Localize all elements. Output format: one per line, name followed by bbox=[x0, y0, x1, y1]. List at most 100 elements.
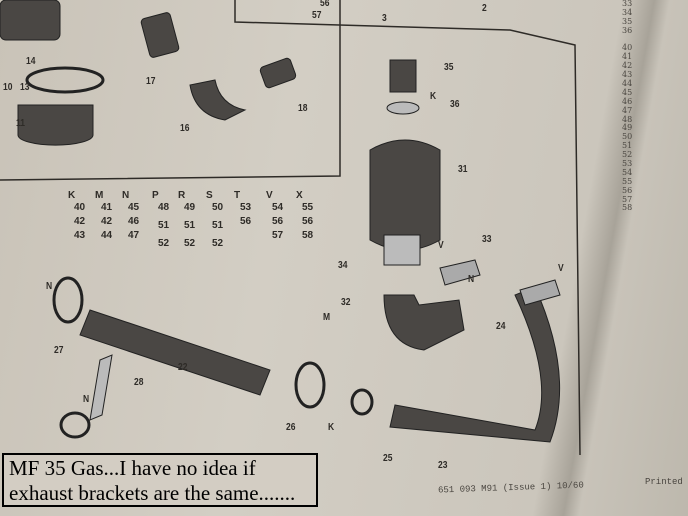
index-number: 51 bbox=[622, 141, 633, 151]
part-label: 33 bbox=[482, 234, 492, 245]
hardware-number: 49 bbox=[184, 202, 196, 213]
index-number: 50 bbox=[622, 132, 633, 142]
index-number: 43 bbox=[622, 70, 633, 80]
hardware-number: 57 bbox=[272, 230, 284, 241]
clamp-36 bbox=[386, 101, 420, 115]
part-label: 23 bbox=[438, 460, 448, 471]
flange-33 bbox=[439, 259, 481, 286]
hardware-number: 58 bbox=[302, 230, 314, 241]
part-label: V bbox=[558, 263, 564, 274]
part-label: 36 bbox=[450, 99, 460, 110]
index-number: 52 bbox=[622, 150, 633, 160]
flange-24 bbox=[519, 279, 561, 306]
part-label: 26 bbox=[286, 422, 296, 433]
hardware-number: 52 bbox=[212, 238, 224, 249]
hose-17 bbox=[140, 12, 180, 58]
index-number: 49 bbox=[622, 123, 633, 133]
part-label: 31 bbox=[458, 164, 468, 175]
part-label: 57 bbox=[312, 10, 322, 21]
muffler-22 bbox=[79, 309, 271, 396]
hardware-letter: P bbox=[152, 190, 159, 201]
hardware-number: 47 bbox=[128, 230, 140, 241]
index-number: 33 bbox=[622, 0, 633, 8]
index-number: 44 bbox=[622, 79, 633, 89]
hardware-number: 54 bbox=[272, 202, 284, 213]
hardware-number: 45 bbox=[128, 202, 140, 213]
bowl-11 bbox=[17, 104, 94, 146]
hardware-number: 40 bbox=[74, 202, 86, 213]
clamp-26 bbox=[294, 361, 326, 409]
pipe-35 bbox=[389, 59, 417, 93]
hardware-letter: M bbox=[95, 190, 104, 201]
hardware-number: 56 bbox=[302, 216, 314, 227]
hardware-letter: S bbox=[206, 190, 213, 201]
part-label: 32 bbox=[341, 297, 351, 308]
hardware-number: 41 bbox=[101, 202, 113, 213]
hardware-number: 56 bbox=[240, 216, 252, 227]
hardware-letter: T bbox=[234, 190, 241, 201]
clamp-ring-13 bbox=[25, 66, 105, 94]
index-number: 40 bbox=[622, 43, 633, 53]
part-label: 10 bbox=[3, 82, 13, 93]
part-label: 13 bbox=[20, 82, 30, 93]
hardware-number: 51 bbox=[212, 220, 224, 231]
index-number: 36 bbox=[622, 25, 633, 35]
part-label: M bbox=[323, 312, 331, 323]
part-label: V bbox=[438, 240, 444, 251]
index-number: 53 bbox=[622, 159, 633, 169]
hardware-number: 52 bbox=[184, 238, 196, 249]
index-number: 55 bbox=[622, 176, 633, 186]
elbow-pipe-32 bbox=[383, 294, 465, 351]
hardware-number: 53 bbox=[240, 202, 252, 213]
index-number: 45 bbox=[622, 87, 633, 97]
part-label: 34 bbox=[338, 260, 348, 271]
part-label: 16 bbox=[180, 123, 190, 134]
hardware-number: 52 bbox=[158, 238, 170, 249]
hardware-letter: K bbox=[68, 190, 76, 201]
hardware-number: 51 bbox=[158, 220, 170, 231]
hardware-number: 44 bbox=[101, 230, 113, 241]
hardware-letter: N bbox=[122, 190, 130, 201]
part-label: 3 bbox=[382, 13, 387, 24]
elbow-16 bbox=[189, 79, 247, 121]
hardware-number: 42 bbox=[101, 216, 113, 227]
part-label: 2 bbox=[482, 3, 487, 14]
hardware-number: 56 bbox=[272, 216, 284, 227]
hardware-number: 55 bbox=[302, 202, 314, 213]
inset-border-right bbox=[234, 0, 581, 456]
index-number: 34 bbox=[622, 7, 633, 17]
part-label: 18 bbox=[298, 103, 308, 114]
caption-box: MF 35 Gas...I have no idea if exhaust br… bbox=[2, 453, 318, 507]
caption-line-2: exhaust brackets are the same....... bbox=[9, 481, 296, 505]
index-number: 58 bbox=[622, 203, 633, 213]
part-label: 17 bbox=[146, 76, 156, 87]
hardware-letter: X bbox=[296, 190, 303, 201]
part-label: N bbox=[83, 394, 90, 405]
silencer-31 bbox=[369, 139, 441, 251]
part-label: 11 bbox=[16, 118, 25, 129]
clamp-25 bbox=[350, 388, 374, 416]
index-number: 56 bbox=[622, 185, 633, 195]
hardware-letter: R bbox=[178, 190, 186, 201]
part-label: 56 bbox=[320, 0, 330, 9]
index-number: 41 bbox=[622, 52, 633, 62]
hardware-number: 43 bbox=[74, 230, 86, 241]
part-label: 28 bbox=[134, 377, 144, 388]
bracket-27 bbox=[52, 276, 84, 324]
index-number: 57 bbox=[622, 194, 633, 204]
index-number: 47 bbox=[622, 105, 633, 115]
part-label: 22 bbox=[178, 362, 188, 373]
hardware-number: 51 bbox=[184, 220, 196, 231]
index-number: 46 bbox=[622, 96, 633, 106]
hardware-letter: V bbox=[266, 190, 273, 201]
hardware-number: 46 bbox=[128, 216, 140, 227]
index-number: 42 bbox=[622, 61, 633, 71]
hose-18 bbox=[259, 57, 297, 89]
index-number: 48 bbox=[622, 114, 633, 124]
air-cleaner-part bbox=[0, 0, 61, 41]
part-label: 24 bbox=[496, 321, 506, 332]
part-label: K bbox=[430, 91, 437, 102]
bracket-28 bbox=[89, 354, 113, 421]
